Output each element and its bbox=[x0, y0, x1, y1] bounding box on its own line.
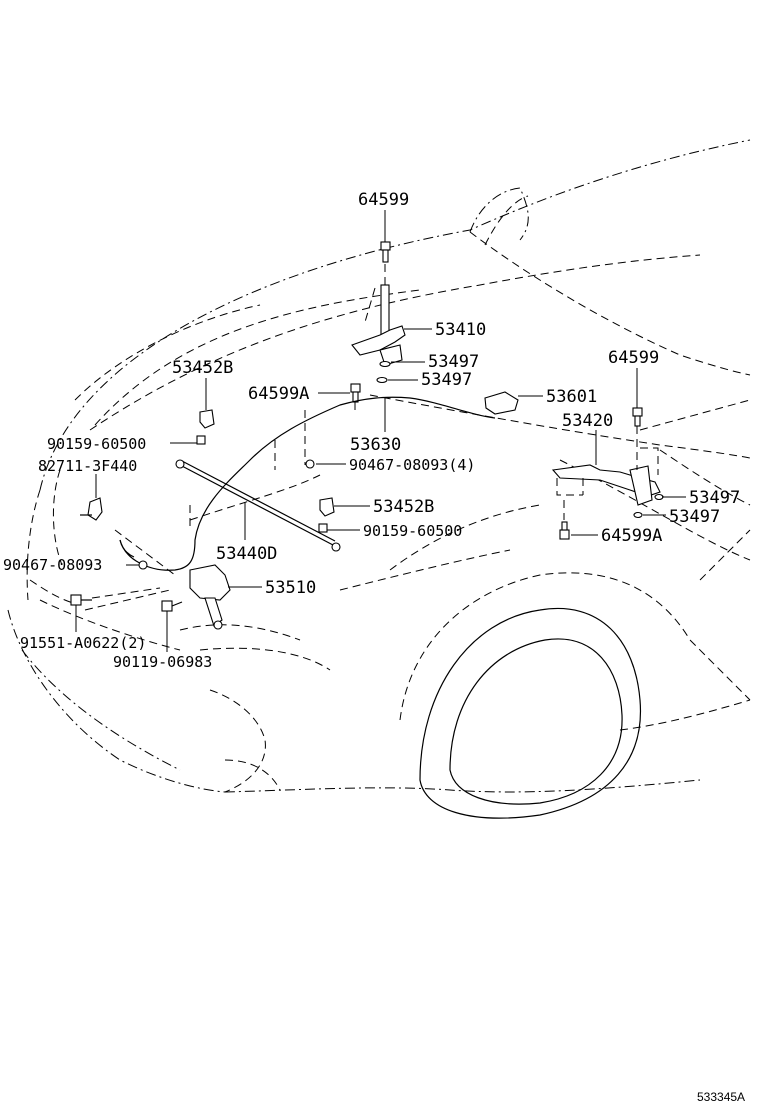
label-64599A-left: 64599A bbox=[248, 384, 309, 404]
hood-release-handle bbox=[484, 391, 519, 415]
parts bbox=[70, 241, 664, 630]
vehicle-outline bbox=[7, 139, 751, 819]
label-90467-08093: 90467-08093 bbox=[3, 556, 102, 574]
hood-hinge-left bbox=[351, 284, 406, 384]
screw-90159-60500-left bbox=[196, 435, 206, 445]
label-64599-right: 64599 bbox=[608, 348, 659, 368]
clip-90467-08093 bbox=[138, 560, 148, 570]
label-53601: 53601 bbox=[546, 387, 597, 407]
bolt-91551-A0622 bbox=[70, 594, 82, 606]
label-90159-60500-left: 90159-60500 bbox=[47, 435, 146, 453]
label-53497-d: 53497 bbox=[669, 507, 720, 527]
part-labels: 64599 53410 53497 53497 53452B 64599A 53… bbox=[3, 190, 745, 1104]
clip-53452B-mid bbox=[319, 497, 335, 517]
hood-support-rod bbox=[175, 459, 341, 552]
clip-90467-08093-4 bbox=[305, 459, 315, 469]
label-53452B-top: 53452B bbox=[172, 358, 233, 378]
label-64599A-right: 64599A bbox=[601, 526, 662, 546]
hood-lock-cable bbox=[119, 396, 496, 571]
clip-53452B-top bbox=[199, 409, 215, 429]
label-53497-b: 53497 bbox=[421, 370, 472, 390]
label-91551-A0622-2: 91551-A0622(2) bbox=[20, 634, 146, 652]
leader-lines bbox=[75, 210, 686, 652]
label-53410: 53410 bbox=[435, 320, 486, 340]
bolt-64599A-left bbox=[350, 383, 361, 403]
label-53497-a: 53497 bbox=[428, 352, 479, 372]
label-90467-08093-4: 90467-08093(4) bbox=[349, 456, 475, 474]
bolt-64599-right bbox=[632, 407, 643, 427]
label-53497-c: 53497 bbox=[689, 488, 740, 508]
label-90119-06983: 90119-06983 bbox=[113, 653, 212, 671]
bolt-64599-top bbox=[380, 241, 391, 263]
label-64599-top: 64599 bbox=[358, 190, 409, 210]
label-53452B-mid: 53452B bbox=[373, 497, 434, 517]
label-53630: 53630 bbox=[350, 435, 401, 455]
bolt-90119-06983 bbox=[161, 600, 173, 612]
hood-hinge-right bbox=[551, 464, 664, 519]
clamp-82711-3F440 bbox=[87, 497, 103, 521]
hood-lock-assembly bbox=[189, 564, 231, 630]
diagram-reference-id: 533345A bbox=[697, 1090, 745, 1104]
label-53510: 53510 bbox=[265, 578, 316, 598]
label-53420: 53420 bbox=[562, 411, 613, 431]
label-82711-3F440: 82711-3F440 bbox=[38, 457, 137, 475]
label-53440D: 53440D bbox=[216, 544, 277, 564]
screw-90159-60500-mid bbox=[318, 523, 328, 533]
label-90159-60500-mid: 90159-60500 bbox=[363, 522, 462, 540]
bolt-64599A-right bbox=[559, 521, 570, 540]
